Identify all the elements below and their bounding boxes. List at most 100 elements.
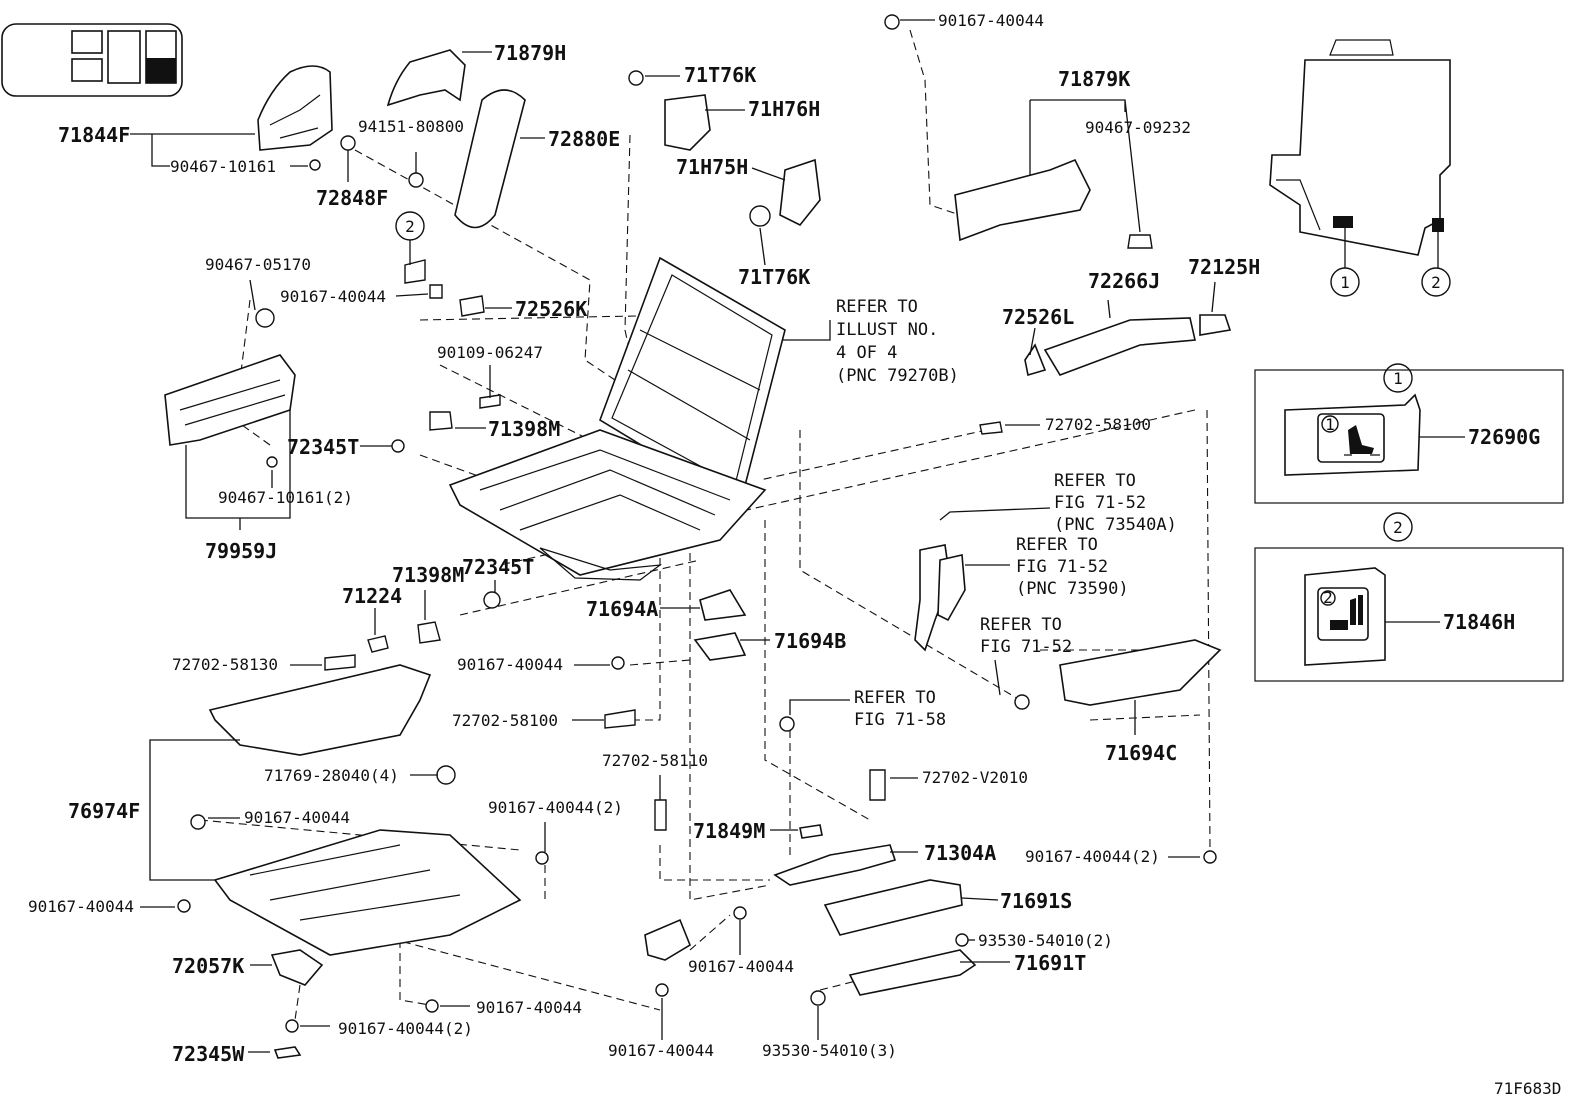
- part-72880E-shape: [454, 89, 526, 229]
- label-72345T-top: 72345T: [287, 435, 359, 459]
- label-72526K: 72526K: [515, 297, 587, 321]
- label-90167-40044-a: 90167-40044: [280, 287, 386, 306]
- callout-2-switch: 2: [1323, 588, 1333, 607]
- part-71694A-shape: [699, 589, 747, 621]
- label-90467-10161-2: 90467-10161(2): [218, 488, 353, 507]
- label-90467-05170: 90467-05170: [205, 255, 311, 274]
- label-71844F: 71844F: [58, 123, 130, 147]
- callout-2-inset: 2: [1393, 518, 1403, 537]
- note-fig-71-52: REFER TO FIG 71-52: [980, 615, 1072, 657]
- label-72526L: 72526L: [1002, 305, 1074, 329]
- label-79959J: 79959J: [205, 539, 277, 563]
- label-72702-58130: 72702-58130: [172, 655, 278, 674]
- part-71849M-shape: [799, 824, 823, 839]
- part-72057K-shape: [270, 949, 324, 986]
- label-71T76K-top: 71T76K: [684, 63, 756, 87]
- callout-2-side: 2: [1431, 273, 1441, 292]
- label-71H75H: 71H75H: [676, 155, 748, 179]
- label-71398M-top: 71398M: [488, 417, 560, 441]
- label-90167-40044-g: 90167-40044: [608, 1041, 714, 1060]
- label-90167-40044-f: 90167-40044: [476, 998, 582, 1017]
- label-72702-58110: 72702-58110: [602, 751, 708, 770]
- inset-box-1: [1254, 363, 1564, 504]
- label-90167-40044-2c: 90167-40044(2): [338, 1019, 473, 1038]
- label-71691S: 71691S: [1000, 889, 1072, 913]
- part-71694B-shape: [693, 632, 747, 661]
- note-fig-71-52-73590: REFER TO FIG 71-52 (PNC 73590): [1016, 535, 1129, 599]
- part-72125H-shape: [1199, 314, 1232, 336]
- part-71H75H-shape: [779, 158, 821, 227]
- note-fig-71-58: REFER TO FIG 71-58: [854, 688, 946, 730]
- label-71691T: 71691T: [1014, 951, 1086, 975]
- bottom-bracket-shape: [644, 918, 691, 961]
- fasteners: [177, 14, 1217, 1033]
- label-71694C: 71694C: [1105, 741, 1177, 765]
- label-90167-40044-top: 90167-40044: [938, 11, 1044, 30]
- label-72702-58100-top: 72702-58100: [1045, 415, 1151, 434]
- view-legend-icon: [1, 23, 183, 97]
- part-76974F-shape: [208, 664, 432, 756]
- label-71398M-bottom: 71398M: [392, 563, 464, 587]
- part-71304A-shape: [773, 844, 897, 886]
- label-72125H: 72125H: [1188, 255, 1260, 279]
- label-94151-80800: 94151-80800: [358, 117, 464, 136]
- label-71694B: 71694B: [774, 629, 846, 653]
- callout-1-side: 1: [1340, 273, 1350, 292]
- label-72702-V2010: 72702-V2010: [922, 768, 1028, 787]
- label-90467-09232: 90467-09232: [1085, 118, 1191, 137]
- label-90467-10161: 90467-10161: [170, 157, 276, 176]
- label-90167-40044-d: 90167-40044: [28, 897, 134, 916]
- leader-lines: [130, 19, 1465, 1053]
- label-71879K: 71879K: [1058, 67, 1130, 91]
- label-72345T-bottom: 72345T: [462, 555, 534, 579]
- label-90167-40044-c: 90167-40044: [244, 808, 350, 827]
- label-71304A: 71304A: [924, 841, 996, 865]
- part-71879H-shape: [386, 49, 466, 107]
- label-71H76H: 71H76H: [748, 97, 820, 121]
- part-labels: 71879H 71844F 90467-10161 94151-80800 72…: [28, 11, 1561, 1098]
- callout-1-switch: 1: [1325, 415, 1335, 434]
- label-90167-40044-b: 90167-40044: [457, 655, 563, 674]
- part-71879K-shape: [954, 158, 1091, 242]
- label-71T76K-bottom: 71T76K: [738, 265, 810, 289]
- part-72526L-shape: [1024, 343, 1047, 377]
- label-71879H: 71879H: [494, 41, 566, 65]
- callout-2-top: 2: [405, 217, 415, 236]
- label-90167-40044-2b: 90167-40044(2): [1025, 847, 1160, 866]
- callout-markers: 2 1 2 1 2 1 2: [395, 211, 1441, 607]
- label-90109-06247: 90109-06247: [437, 343, 543, 362]
- label-71846H: 71846H: [1443, 610, 1515, 634]
- note-fig-71-52-73540a: REFER TO FIG 71-52 (PNC 73540A): [1054, 471, 1177, 535]
- lower-tray-shape: [213, 829, 522, 956]
- reference-notes: REFER TO ILLUST NO. 4 OF 4 (PNC 79270B) …: [836, 297, 1177, 730]
- label-90167-40044-2a: 90167-40044(2): [488, 798, 623, 817]
- label-76974F: 76974F: [68, 799, 140, 823]
- inset-box-2: [1254, 512, 1564, 682]
- label-72702-58100-mid: 72702-58100: [452, 711, 558, 730]
- label-90167-40044-e: 90167-40044: [688, 957, 794, 976]
- label-72880E: 72880E: [548, 127, 620, 151]
- label-72848F: 72848F: [316, 186, 388, 210]
- label-71694A: 71694A: [586, 597, 658, 621]
- diagram-code: 71F683D: [1494, 1079, 1561, 1098]
- note-illust-4-of-4: REFER TO ILLUST NO. 4 OF 4 (PNC 79270B): [836, 297, 959, 386]
- label-72690G: 72690G: [1468, 425, 1540, 449]
- label-71769-28040: 71769-28040(4): [264, 766, 399, 785]
- label-93530-54010-3: 93530-54010(3): [762, 1041, 897, 1060]
- part-71694C-shape: [1059, 639, 1222, 706]
- part-79959J-shape: [164, 354, 296, 446]
- part-71691S-shape: [823, 879, 963, 936]
- seat-frame-assembly: [448, 256, 786, 581]
- label-93530-54010-2: 93530-54010(2): [978, 931, 1113, 950]
- label-72057K: 72057K: [172, 954, 244, 978]
- label-71849M: 71849M: [693, 819, 765, 843]
- part-71844F-shape: [257, 65, 333, 151]
- part-71H76H-shape: [664, 94, 711, 151]
- label-72266J: 72266J: [1088, 269, 1160, 293]
- part-71691T-shape: [848, 949, 977, 996]
- callout-1-inset: 1: [1393, 369, 1403, 388]
- part-72266J-shape: [1043, 317, 1196, 376]
- label-71224: 71224: [342, 584, 402, 608]
- part-72345W-shape: [273, 1046, 302, 1059]
